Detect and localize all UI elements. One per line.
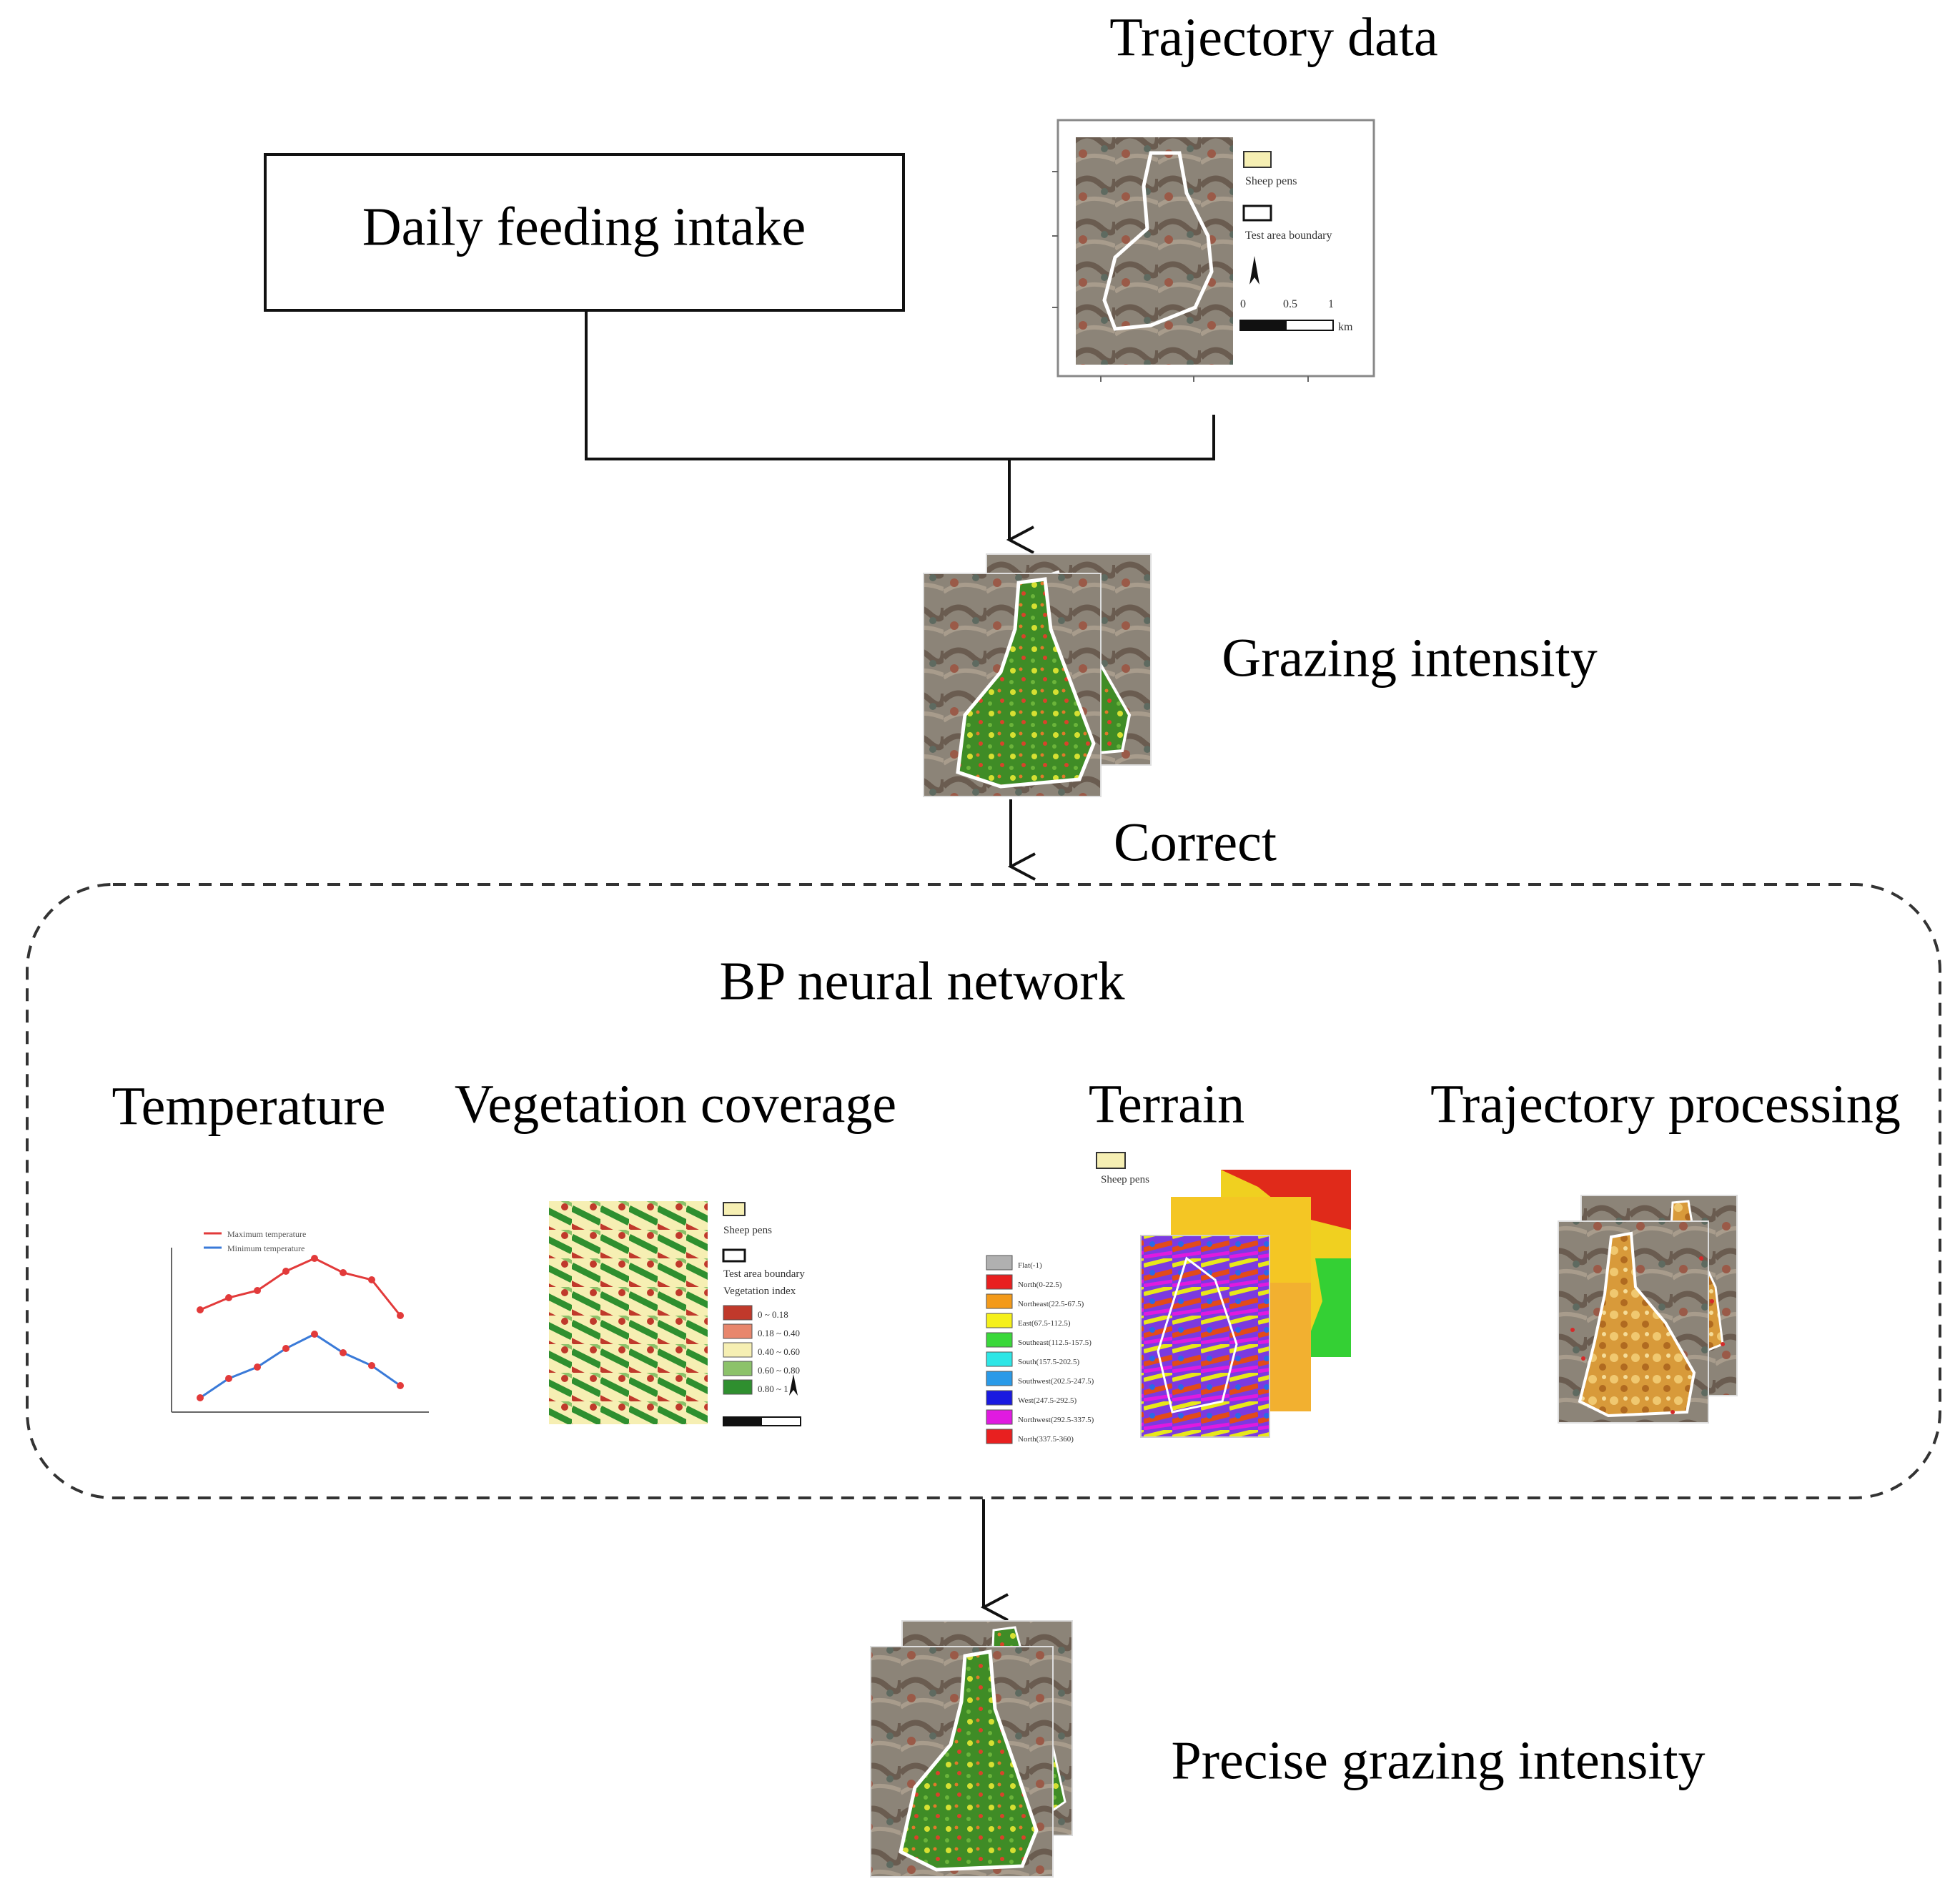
scale-tick-1: 0.5 <box>1283 298 1297 310</box>
temperature-chart: Maximum temperature Minimum temperature <box>171 1229 429 1413</box>
aspect-class-swatch-2 <box>986 1293 1013 1309</box>
bp-neural-network-container <box>26 883 1941 1499</box>
scale-unit: km <box>1338 321 1353 333</box>
aspect-class-swatch-9 <box>986 1429 1013 1444</box>
aspect-class-label-9: North(337.5-360) <box>1018 1435 1074 1444</box>
aspect-class-swatch-6 <box>986 1371 1013 1386</box>
temperature-legend-max: Maximum temperature <box>227 1229 306 1239</box>
connector-intake <box>585 310 1215 460</box>
veg-class-label-3: 0.60 ~ 0.80 <box>758 1365 800 1376</box>
daily-feeding-intake-label: Daily feeding intake <box>362 197 806 257</box>
aspect-class-label-7: West(247.5-292.5) <box>1018 1396 1077 1405</box>
trajectory-processing-map <box>1558 1195 1738 1424</box>
boundary-legend-label: Test area boundary <box>1245 230 1332 242</box>
aspect-class-label-8: Northwest(292.5-337.5) <box>1018 1416 1094 1424</box>
aspect-class-swatch-7 <box>986 1390 1013 1406</box>
aspect-class-swatch-5 <box>986 1351 1013 1367</box>
terrain-sheep-pen-swatch <box>1096 1152 1126 1169</box>
terrain-label: Terrain <box>1089 1074 1244 1134</box>
veg-boundary-swatch <box>722 1248 746 1263</box>
grazing-intensity-label: Grazing intensity <box>1222 628 1598 688</box>
scale-tick-0: 0 <box>1240 298 1246 310</box>
veg-class-swatch-4 <box>723 1379 753 1395</box>
temperature-label: Temperature <box>112 1076 386 1136</box>
veg-class-label-0: 0 ~ 0.18 <box>758 1309 788 1320</box>
veg-class-swatch-1 <box>723 1323 753 1339</box>
aspect-class-swatch-3 <box>986 1313 1013 1328</box>
bp-neural-network-label: BP neural network <box>719 951 1124 1011</box>
aspect-class-label-4: Southeast(112.5-157.5) <box>1018 1338 1092 1347</box>
aspect-class-label-6: Southwest(202.5-247.5) <box>1018 1377 1094 1386</box>
veg-boundary-label: Test area boundary <box>723 1268 805 1280</box>
sheep-pen-legend-label: Sheep pens <box>1245 175 1297 187</box>
aspect-class-label-1: North(0-22.5) <box>1018 1281 1062 1289</box>
veg-class-swatch-0 <box>723 1305 753 1321</box>
aspect-class-label-0: Flat(-1) <box>1018 1261 1042 1270</box>
temperature-legend-min: Minimum temperature <box>227 1243 305 1253</box>
min-temperature-line <box>199 1333 401 1399</box>
aspect-class-swatch-8 <box>986 1409 1013 1425</box>
aspect-class-swatch-0 <box>986 1255 1013 1271</box>
terrain-map: Sheep pens Flat(-1) North(0-22.5) Northeas… <box>985 1152 1351 1444</box>
north-arrow-icon <box>1249 256 1259 285</box>
veg-index-title: Vegetation index <box>723 1286 796 1297</box>
aspect-class-label-2: Northeast(22.5-67.5) <box>1018 1300 1084 1308</box>
correct-label: Correct <box>1114 812 1277 872</box>
veg-class-label-4: 0.80 ~ 1 <box>758 1383 788 1394</box>
precise-grazing-intensity-map <box>870 1620 1073 1878</box>
precise-grazing-intensity-label: Precise grazing intensity <box>1171 1730 1705 1790</box>
vegetation-coverage-label: Vegetation coverage <box>455 1074 896 1134</box>
scale-tick-2: 1 <box>1328 298 1334 310</box>
grazing-intensity-map <box>923 553 1152 797</box>
aspect-class-label-5: South(157.5-202.5) <box>1018 1358 1080 1366</box>
vegetation-coverage-map: Sheep pens Test area boundary Vegetation… <box>549 1201 805 1426</box>
aspect-class-swatch-4 <box>986 1332 1013 1348</box>
aspect-class-swatch-1 <box>986 1274 1013 1290</box>
max-temperature-line <box>199 1257 402 1316</box>
trajectory-processing-label: Trajectory processing <box>1430 1074 1901 1134</box>
terrain-sheep-pen-label: Sheep pens <box>1101 1174 1149 1185</box>
veg-class-label-2: 0.40 ~ 0.60 <box>758 1346 800 1357</box>
trajectory-data-label: Trajectory data <box>1109 7 1437 67</box>
aspect-class-label-3: East(67.5-112.5) <box>1018 1319 1071 1328</box>
veg-sheep-pen-swatch <box>723 1202 746 1216</box>
veg-north-arrow-icon <box>789 1374 798 1396</box>
daily-feeding-intake-box <box>264 153 905 312</box>
veg-class-swatch-2 <box>723 1342 753 1358</box>
trajectory-map: Sheep pens Test area boundary 0 0.5 1 km <box>1052 119 1375 382</box>
sheep-pen-legend-swatch <box>1243 151 1272 168</box>
veg-class-label-1: 0.18 ~ 0.40 <box>758 1328 800 1338</box>
boundary-legend-swatch <box>1242 204 1272 222</box>
veg-class-swatch-3 <box>723 1361 753 1376</box>
veg-sheep-pen-label: Sheep pens <box>723 1225 772 1236</box>
